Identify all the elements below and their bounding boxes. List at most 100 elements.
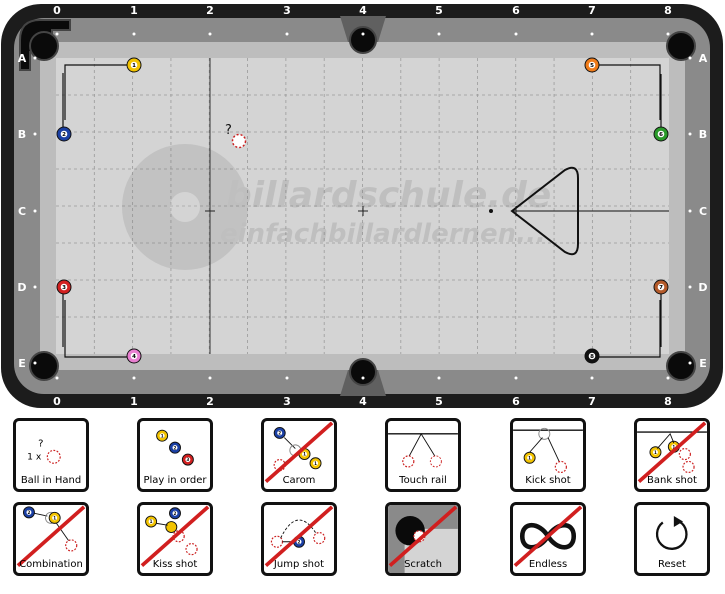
kiss-shot-label: Kiss shot xyxy=(152,559,198,570)
touch-rail-button[interactable]: Touch rail xyxy=(385,418,461,492)
ball-in-hand-button[interactable]: 1 x? Ball in Hand xyxy=(13,418,89,492)
row-label-right-B: B xyxy=(699,128,707,141)
svg-text:2: 2 xyxy=(28,510,31,515)
svg-text:5: 5 xyxy=(590,63,594,69)
bank-shot-icon: 11 xyxy=(637,421,707,484)
col-label-bottom-0: 0 xyxy=(53,395,61,408)
touch-rail-icon xyxy=(388,432,458,468)
svg-text:1: 1 xyxy=(150,519,153,524)
ball-5[interactable]: 5 xyxy=(584,57,600,73)
ball-2[interactable]: 2 xyxy=(56,126,72,142)
pockets xyxy=(19,16,696,396)
svg-text:6: 6 xyxy=(659,132,663,138)
svg-text:8: 8 xyxy=(590,354,594,360)
col-label-bottom-5: 5 xyxy=(435,395,443,408)
svg-text:2: 2 xyxy=(174,511,177,516)
col-label-top-7: 7 xyxy=(588,4,596,17)
col-label-top-4: 4 xyxy=(359,4,367,17)
question-mark: ? xyxy=(38,439,43,450)
svg-text:1: 1 xyxy=(53,516,56,521)
col-label-bottom-4: 4 xyxy=(359,395,367,408)
ball-1[interactable]: 1 xyxy=(126,57,142,73)
col-label-bottom-3: 3 xyxy=(283,395,291,408)
col-label-top-3: 3 xyxy=(283,4,291,17)
svg-text:1: 1 xyxy=(161,433,164,438)
ball-in-hand-count: 1 x xyxy=(27,452,42,463)
ball-guide-lines xyxy=(62,64,662,358)
svg-text:2: 2 xyxy=(278,431,281,436)
row-label-right-A: A xyxy=(699,52,708,65)
carom-icon: 211 xyxy=(264,421,334,484)
svg-text:1: 1 xyxy=(314,461,317,466)
col-label-bottom-6: 6 xyxy=(512,395,520,408)
reset-icon xyxy=(655,516,688,550)
col-label-bottom-8: 8 xyxy=(664,395,672,408)
play-in-order-icon: 1 2 3 xyxy=(156,429,194,466)
svg-text:1: 1 xyxy=(528,455,531,460)
endless-label: Endless xyxy=(528,559,568,570)
col-label-top-6: 6 xyxy=(512,4,520,17)
watermark-text-1: billardschule.de xyxy=(226,175,551,216)
kick-shot-icon: 1 xyxy=(513,427,583,474)
col-label-bottom-1: 1 xyxy=(130,395,138,408)
row-label-right-E: E xyxy=(699,357,707,370)
scratch-button[interactable]: Scratch xyxy=(385,502,461,576)
kick-shot-label: Kick shot xyxy=(525,475,571,486)
reset-button[interactable]: Reset xyxy=(634,502,710,576)
object-balls: 1 2 3 4 5 6 7 8 xyxy=(56,57,669,364)
svg-text:1: 1 xyxy=(132,63,136,69)
svg-text:3: 3 xyxy=(186,457,189,462)
col-label-top-5: 5 xyxy=(435,4,443,17)
col-label-bottom-7: 7 xyxy=(588,395,596,408)
jump-shot-label: Jump shot xyxy=(273,559,325,570)
play-in-order-label: Play in order xyxy=(143,475,207,486)
row-label-right-C: C xyxy=(699,205,707,218)
scratch-label: Scratch xyxy=(404,559,442,570)
pool-table[interactable]: billardschule.de einfachbillardlernen... xyxy=(0,0,725,410)
svg-text:1: 1 xyxy=(672,444,675,449)
kiss-shot-icon: 12 xyxy=(140,505,210,568)
cue-ball-question-mark: ? xyxy=(225,123,232,138)
pool-table-diagram[interactable]: billardschule.de einfachbillardlernen... xyxy=(0,0,725,410)
endless-button[interactable]: Endless xyxy=(510,502,586,576)
cue-ball[interactable] xyxy=(231,133,247,149)
infinity-icon xyxy=(513,505,583,568)
col-label-top-1: 1 xyxy=(130,4,138,17)
ball-3[interactable]: 3 xyxy=(56,279,72,295)
ball-in-hand-label: Ball in Hand xyxy=(20,475,82,486)
col-label-top-2: 2 xyxy=(206,4,214,17)
col-label-top-8: 8 xyxy=(664,4,672,17)
combination-label: Combination xyxy=(19,559,83,570)
foot-spot xyxy=(489,209,493,213)
ball-7[interactable]: 7 xyxy=(653,279,669,295)
ball-4[interactable]: 4 xyxy=(126,348,142,364)
ball-6[interactable]: 6 xyxy=(653,126,669,142)
reset-label: Reset xyxy=(658,559,686,570)
touch-rail-label: Touch rail xyxy=(399,475,447,486)
svg-text:7: 7 xyxy=(659,285,663,291)
ball-in-hand-icon: 1 x? xyxy=(27,439,61,464)
rack-triangle-icon xyxy=(510,166,669,256)
row-label-left-E: E xyxy=(18,357,26,370)
row-label-right-D: D xyxy=(698,281,707,294)
jump-shot-icon: 2 xyxy=(264,505,334,568)
col-label-top-0: 0 xyxy=(53,4,61,17)
svg-text:1: 1 xyxy=(654,450,657,455)
ball-8[interactable]: 8 xyxy=(584,348,600,364)
svg-text:2: 2 xyxy=(174,445,177,450)
watermark-text-2: einfachbillardlernen... xyxy=(220,219,546,249)
svg-text:2: 2 xyxy=(298,539,301,544)
bank-shot-label: Bank shot xyxy=(647,475,697,486)
svg-text:4: 4 xyxy=(132,354,136,360)
row-label-left-C: C xyxy=(18,205,26,218)
watermark: billardschule.de einfachbillardlernen... xyxy=(122,144,551,270)
